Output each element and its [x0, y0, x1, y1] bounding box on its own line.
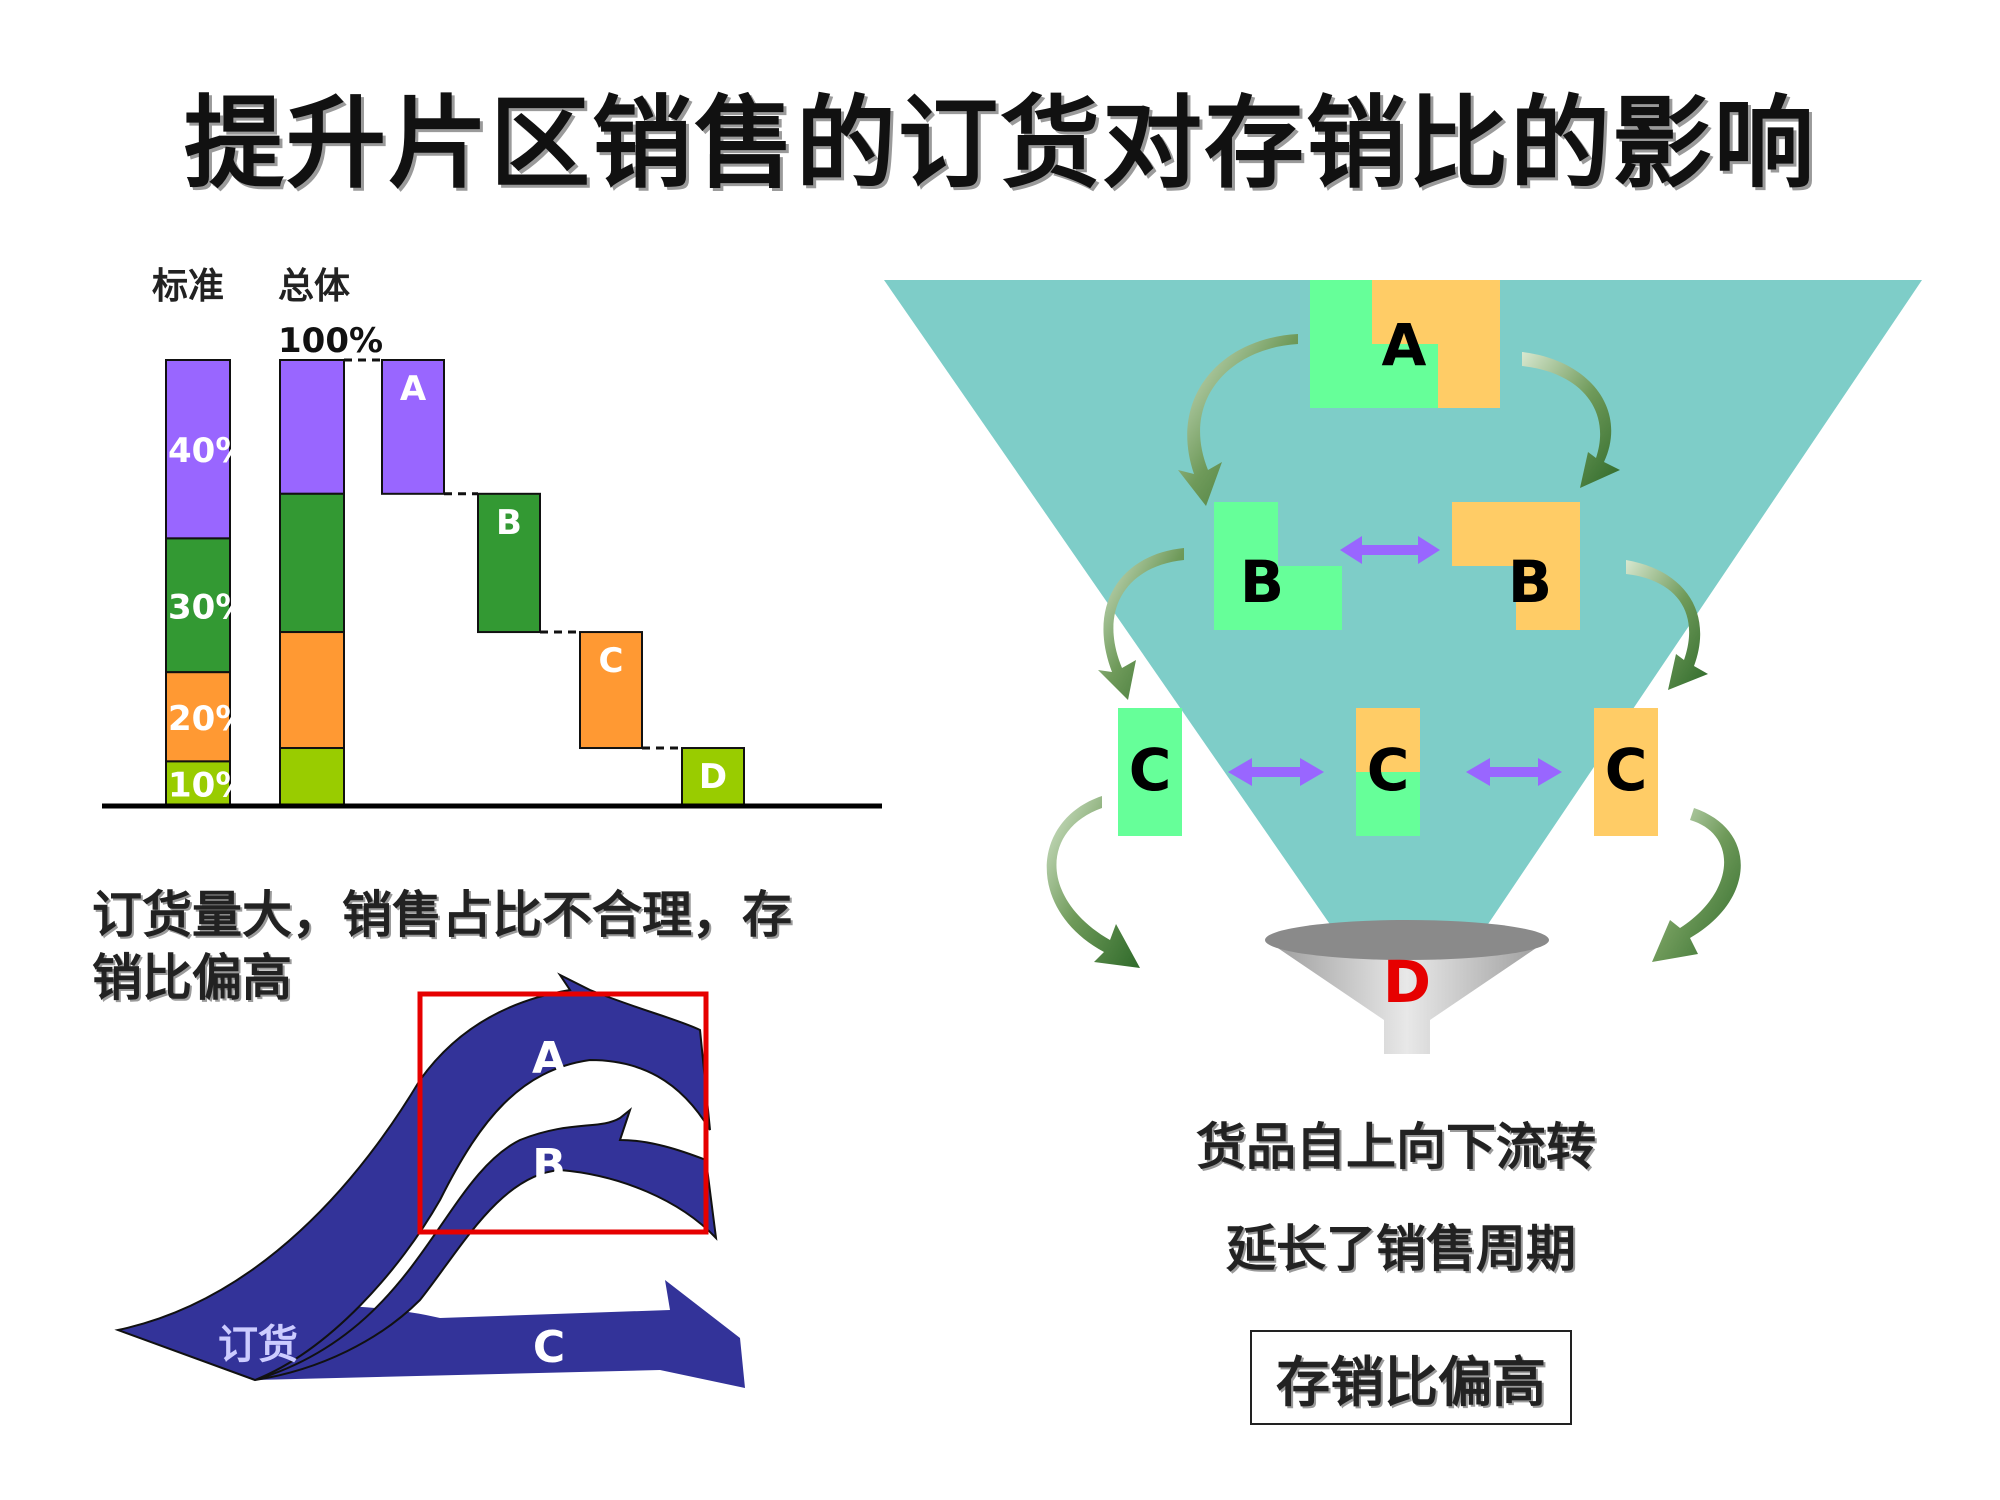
block-c-middle: C [1356, 708, 1420, 836]
funnel-diagram: A B B C [884, 280, 1922, 1054]
flow-label-c: C [533, 1322, 565, 1373]
block-d-label: D [1383, 948, 1431, 1016]
left-caption-line-2: 销比偏高 [92, 948, 292, 1007]
overall-bar [279, 359, 345, 808]
col-header-overall: 总体 [278, 266, 350, 307]
overall-bar-segment-0 [279, 359, 345, 495]
waterfall-bar-d [681, 747, 745, 808]
block-c-right-label: C [1605, 736, 1648, 804]
standard-bar-segment-0 [165, 359, 231, 540]
flow-arrow-a [114, 972, 711, 1382]
block-c-middle-label: C [1367, 736, 1410, 804]
funnel-triangle [884, 280, 1922, 1040]
curve-arrow-6 [1652, 808, 1741, 962]
highlight-box [417, 991, 709, 1235]
flow-label-a: A [532, 1033, 566, 1084]
block-b-right-label: B [1508, 548, 1552, 616]
standard-bar-label-2: 20% [168, 699, 249, 739]
flow-source-label: 订货 [218, 1322, 298, 1368]
waterfall-label-c: C [599, 641, 624, 681]
waterfall-bar-a [381, 359, 445, 495]
standard-bar-label-0: 40% [168, 431, 249, 471]
waterfall-bar-c [579, 631, 643, 750]
stacked-bar-chart: 标准 总体 100% 40% 30% 20% 10% A B C D [102, 266, 882, 809]
double-arrow-c-right [1466, 758, 1562, 786]
right-caption-line-2: 延长了销售周期 [1226, 1220, 1576, 1278]
overall-bar-segment-3 [279, 747, 345, 808]
standard-bar-segment-1 [165, 537, 231, 674]
funnel-cup: D [1265, 920, 1549, 1054]
left-caption-text: 订货量大，销售占比不合理，存 销比偏高 [92, 884, 792, 1009]
flow-label-b: B [532, 1140, 566, 1191]
block-a-label: A [1382, 311, 1427, 379]
double-arrow-c-left [1228, 758, 1324, 786]
standard-bar-label-3: 10% [168, 766, 249, 806]
block-b-right: B [1452, 502, 1580, 630]
overall-bar-segment-2 [279, 631, 345, 750]
overall-bar-segment-1 [279, 492, 345, 634]
block-b-left: B [1214, 502, 1342, 630]
waterfall-label-d: D [699, 757, 727, 797]
standard-bar-label-1: 30% [168, 587, 249, 627]
block-a: A [1310, 280, 1500, 408]
waterfall-label-a: A [400, 369, 427, 409]
block-b-left-label: B [1240, 548, 1284, 616]
double-arrow-b [1340, 536, 1440, 564]
left-caption-line-1: 订货量大，销售占比不合理，存 [92, 886, 792, 944]
right-caption-line-1: 货品自上向下流转 [1196, 1118, 1596, 1176]
col-header-standard: 标准 [152, 266, 224, 307]
conclusion-box: 存销比偏高 [1250, 1330, 1572, 1425]
curve-arrow-5 [1046, 796, 1140, 968]
curved-arrows [1046, 334, 1741, 968]
standard-bar-segment-2 [165, 671, 231, 763]
total-label: 100% [278, 321, 383, 361]
block-c-left: C [1118, 708, 1182, 836]
flow-diagram: A B C 订货 [114, 972, 745, 1388]
block-c-right: C [1594, 708, 1658, 836]
waterfall-bar-b [477, 492, 541, 634]
curve-arrow-3 [1098, 548, 1184, 700]
waterfall-bars: A B C D [344, 358, 745, 808]
curve-arrow-1 [1178, 334, 1298, 506]
standard-bar: 40% 30% 20% 10% [165, 359, 249, 808]
curve-arrow-2 [1522, 352, 1620, 488]
page-title: 提升片区销售的订货对存销比的影响 [184, 85, 1816, 202]
waterfall-label-b: B [496, 503, 522, 543]
block-c-left-label: C [1129, 736, 1172, 804]
curve-arrow-4 [1626, 560, 1708, 690]
